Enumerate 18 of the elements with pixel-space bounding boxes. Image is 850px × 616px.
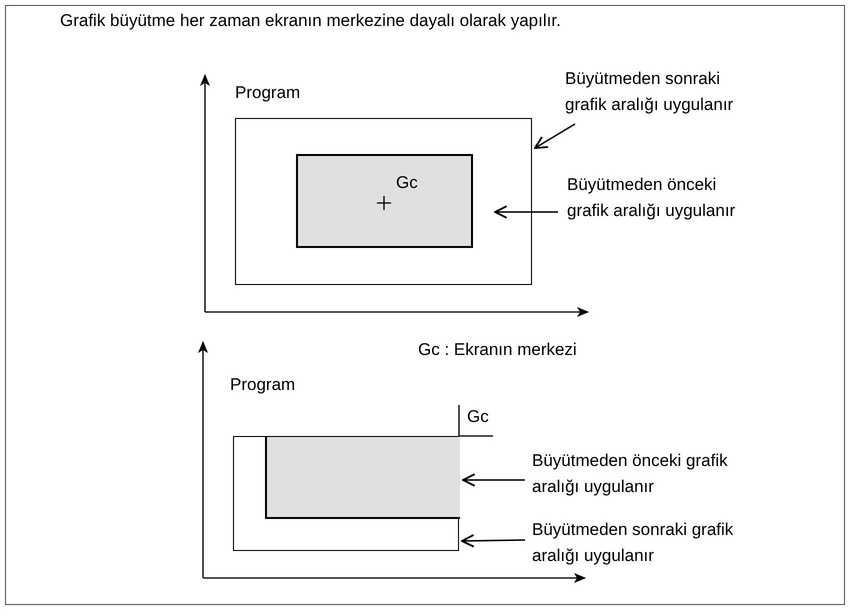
title: Grafik büyütme her zaman ekranın merkezine dayalı olarak yapılır.: [60, 10, 561, 32]
shaded-rectangle: [265, 437, 460, 519]
label-text: Gc: [396, 172, 418, 194]
shaded-rectangle: [296, 154, 473, 248]
callout-text: Büyütmeden sonraki grafik aralığı uygulanır: [565, 66, 755, 118]
leader-arrow: [534, 123, 576, 149]
range-rectangle: [235, 118, 532, 285]
label-text: Gc: [467, 406, 489, 428]
label-text: Program: [230, 374, 296, 396]
leader-arrow: [461, 534, 526, 548]
range-rectangle: [233, 436, 459, 551]
callout-text: Büyütmeden önceki grafik aralığı uygulanır: [567, 172, 752, 224]
callout-text: Büyütmeden önceki grafik aralığı uygulanır: [532, 448, 772, 500]
leader-arrow: [462, 473, 525, 487]
label-text: Program: [235, 82, 300, 104]
label-text: Gc : Ekranın merkezi: [418, 339, 577, 361]
callout-text: Büyütmeden sonraki grafik aralığı uygulanır: [532, 517, 777, 569]
leader-arrow: [494, 205, 558, 219]
